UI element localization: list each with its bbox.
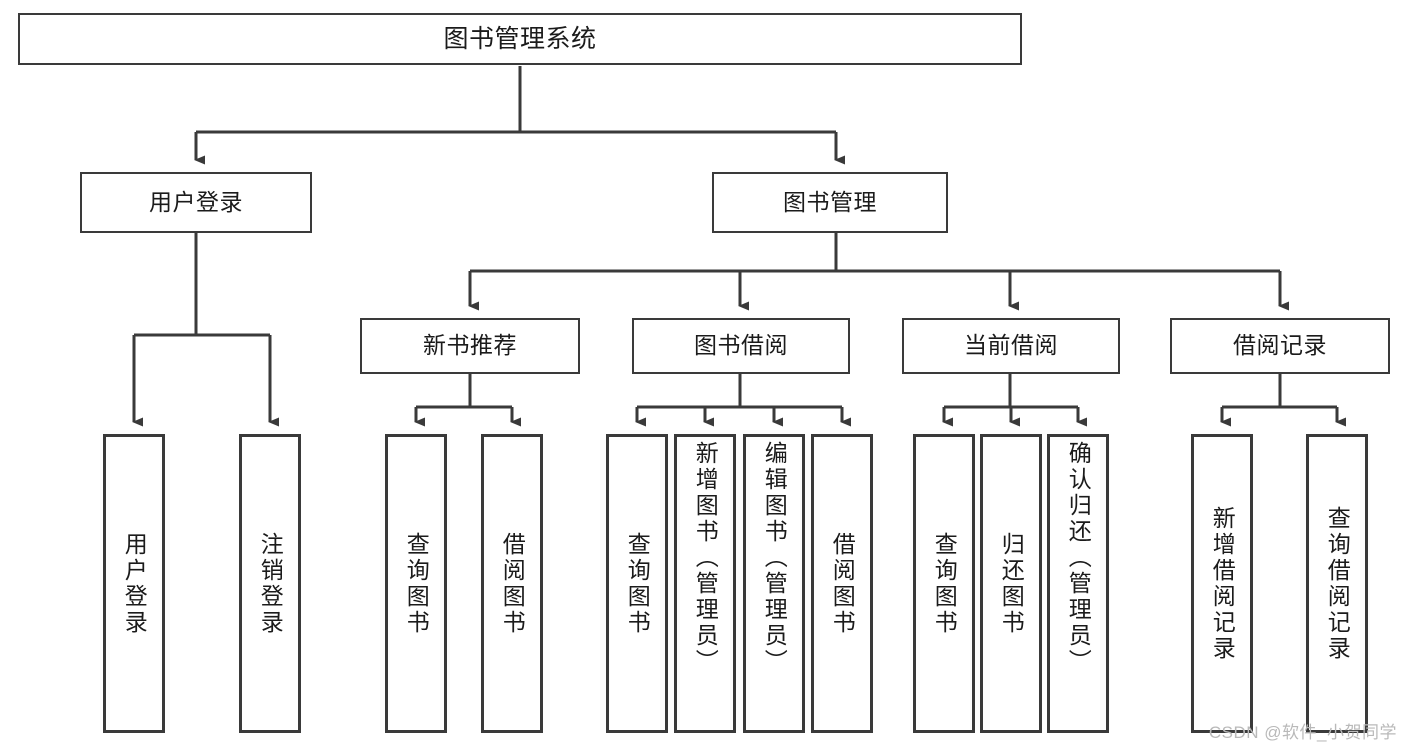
node-borrow-record[interactable]: 借阅记录 [1170,318,1390,374]
node-label: 图书管理系统 [443,25,597,53]
leaf-user-login-logout[interactable]: 注销登录 [239,434,301,733]
node-label: 用户登录 [149,188,243,215]
node-label: 查询图书 [931,531,958,636]
node-label: 图书管理 [783,188,877,215]
node-label: 编辑图书（管理员） [761,441,788,675]
node-user-login[interactable]: 用户登录 [80,172,312,233]
node-new-book-recommend[interactable]: 新书推荐 [360,318,580,374]
leaf-current-borrow-confirm-return-admin[interactable]: 确认归还（管理员） [1047,434,1109,733]
leaf-book-borrow-add-book-admin[interactable]: 新增图书（管理员） [674,434,736,733]
node-label: 归还图书 [998,531,1025,636]
node-root-book-management-system[interactable]: 图书管理系统 [18,13,1022,65]
node-label: 注销登录 [257,531,284,636]
node-label: 查询图书 [624,531,651,636]
leaf-borrow-record-add-record[interactable]: 新增借阅记录 [1191,434,1253,733]
node-label: 查询借阅记录 [1324,505,1351,662]
node-label: 新书推荐 [423,332,517,359]
node-label: 新增图书（管理员） [692,441,719,675]
node-book-management[interactable]: 图书管理 [712,172,948,233]
node-current-borrow[interactable]: 当前借阅 [902,318,1120,374]
leaf-new-book-query-book[interactable]: 查询图书 [385,434,447,733]
node-label: 用户登录 [121,531,148,636]
node-label: 查询图书 [403,531,430,636]
node-label: 新增借阅记录 [1209,505,1236,662]
node-label: 图书借阅 [694,332,788,359]
node-label: 当前借阅 [964,332,1058,359]
node-book-borrow[interactable]: 图书借阅 [632,318,850,374]
leaf-book-borrow-borrow-book[interactable]: 借阅图书 [811,434,873,733]
node-label: 借阅记录 [1233,332,1327,359]
leaf-book-borrow-query-book[interactable]: 查询图书 [606,434,668,733]
node-label: 确认归还（管理员） [1065,441,1092,675]
leaf-current-borrow-return-book[interactable]: 归还图书 [980,434,1042,733]
leaf-new-book-borrow-book[interactable]: 借阅图书 [481,434,543,733]
watermark-text: CSDN @软件_小贺同学 [1208,723,1397,742]
leaf-user-login-login[interactable]: 用户登录 [103,434,165,733]
leaf-borrow-record-query-record[interactable]: 查询借阅记录 [1306,434,1368,733]
node-label: 借阅图书 [499,531,526,636]
leaf-current-borrow-query-book[interactable]: 查询图书 [913,434,975,733]
leaf-book-borrow-edit-book-admin[interactable]: 编辑图书（管理员） [743,434,805,733]
node-label: 借阅图书 [829,531,856,636]
